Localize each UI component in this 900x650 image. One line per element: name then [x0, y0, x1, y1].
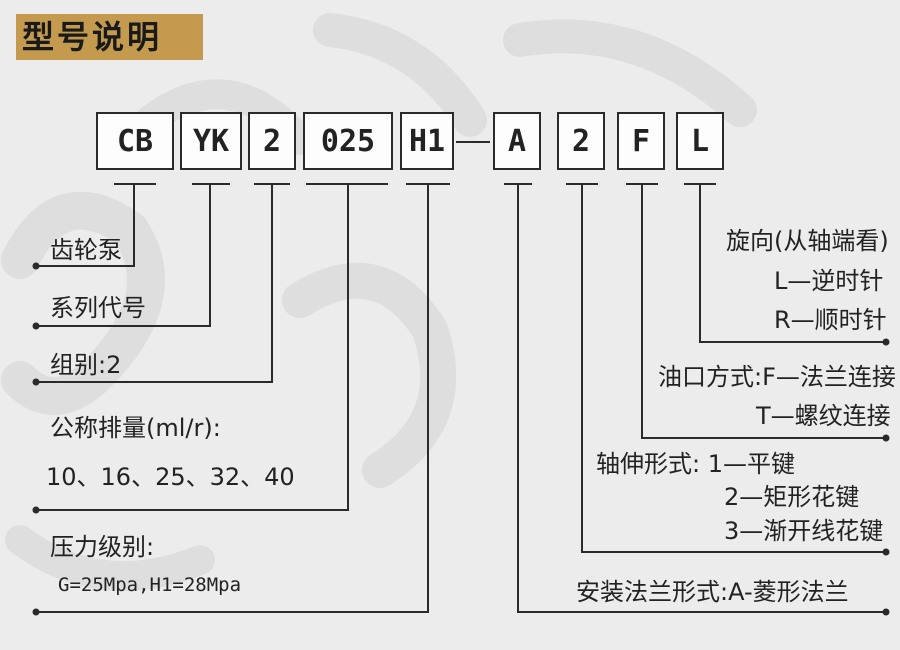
- label-port-t: T—螺纹连接: [756, 402, 891, 430]
- title-bar: [16, 14, 203, 60]
- label-shaft: 轴伸形式: 1—平键: [596, 450, 795, 478]
- label-shaft-2: 2—矩形花键: [724, 483, 860, 511]
- label-displacement-values: 10、16、25、32、40: [46, 463, 295, 491]
- label-rotation: 旋向(从轴端看): [726, 227, 889, 255]
- code-box-shaft: 2: [557, 112, 605, 170]
- label-shaft-3: 3—渐开线花键: [724, 517, 884, 545]
- code-box-cb: CB: [96, 112, 174, 170]
- code-box-pressure: H1: [400, 112, 454, 170]
- code-box-port: F: [617, 112, 665, 170]
- label-port: 油口方式:F—法兰连接: [658, 363, 896, 391]
- label-pressure: 压力级别:: [50, 533, 155, 561]
- code-box-rotation: L: [676, 112, 724, 170]
- page-title: 型号说明: [22, 18, 163, 56]
- code-box-yk: YK: [180, 112, 242, 170]
- label-rotation-r: R—顺时针: [774, 306, 887, 334]
- label-pressure-values: G=25Mpa,H1=28Mpa: [58, 574, 242, 596]
- code-box-flange: A: [493, 112, 541, 170]
- label-displacement: 公称排量(ml/r):: [50, 414, 221, 442]
- label-flange: 安装法兰形式:A-菱形法兰: [576, 578, 849, 606]
- label-rotation-l: L—逆时针: [774, 267, 884, 295]
- code-separator-dash: [456, 141, 490, 143]
- code-box-displacement: 025: [303, 112, 393, 170]
- label-pump: 齿轮泵: [50, 236, 122, 264]
- code-box-group: 2: [248, 112, 296, 170]
- label-series: 系列代号: [50, 294, 146, 322]
- label-group: 组别:2: [50, 351, 122, 379]
